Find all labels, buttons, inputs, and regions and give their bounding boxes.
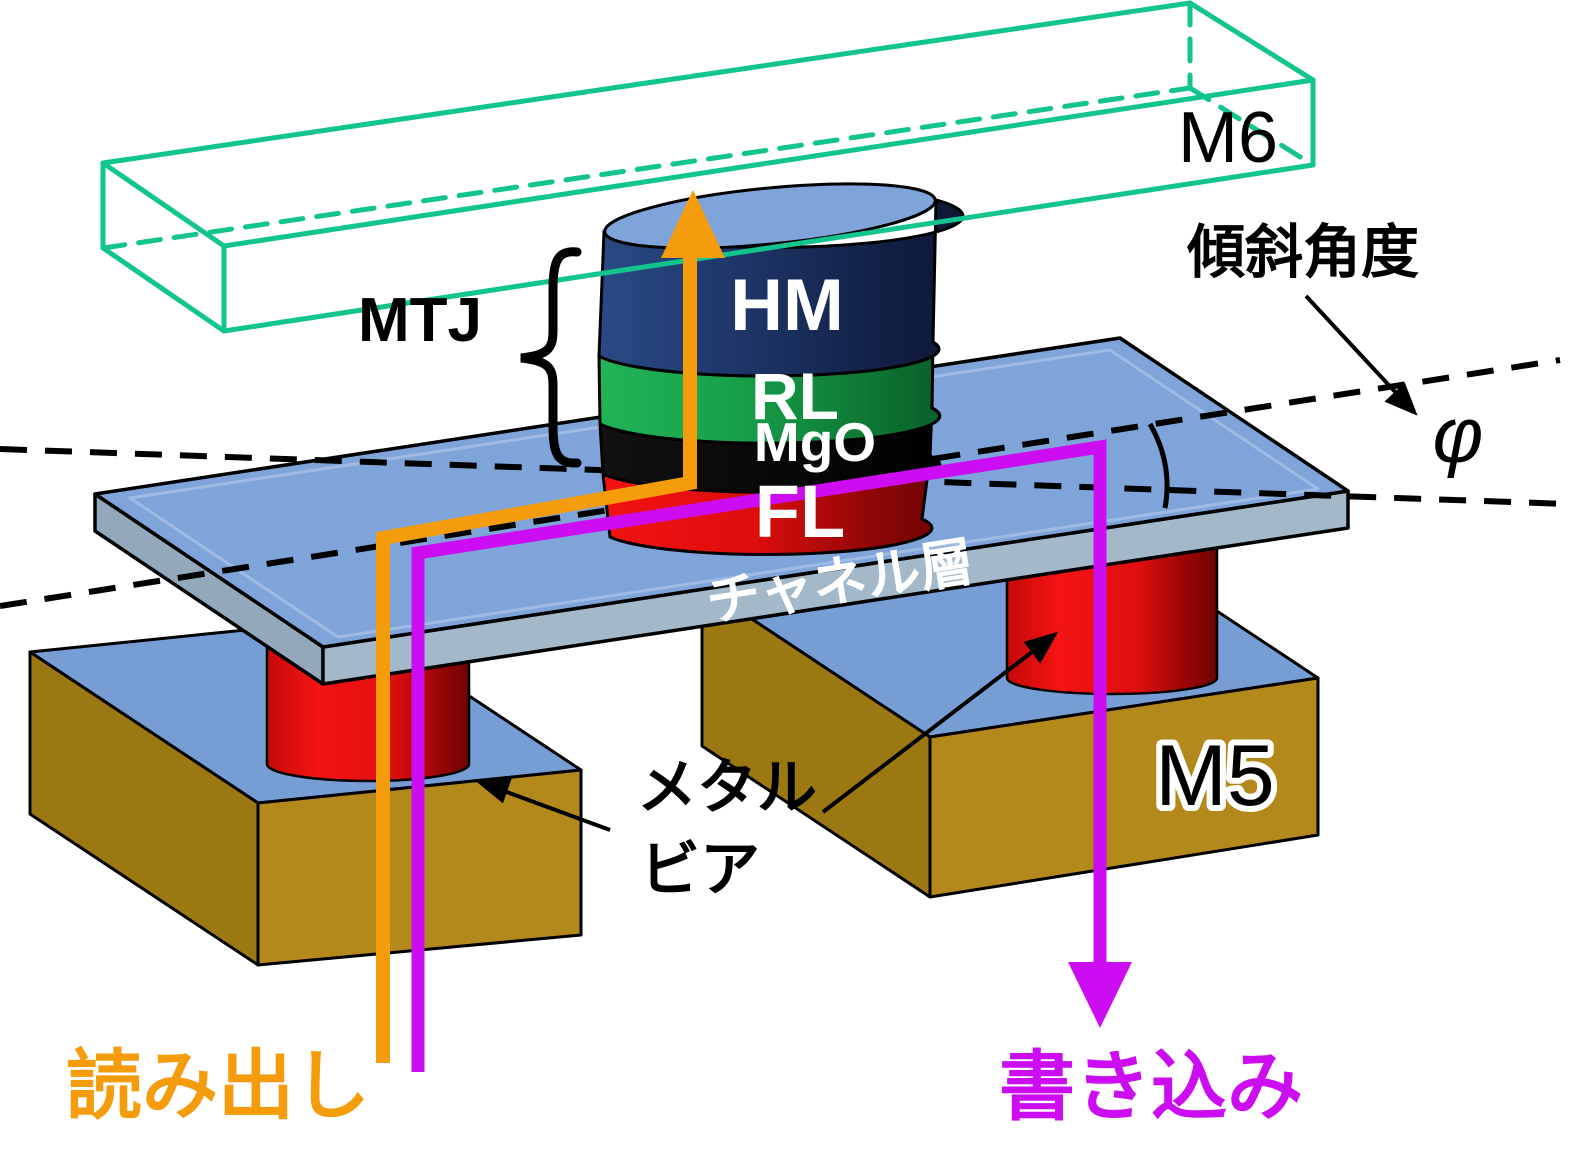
callout-arrows [474, 294, 1418, 832]
write-current-path [411, 439, 1132, 1072]
read-label: 読み出し [66, 1044, 370, 1129]
write-label: 書き込み [999, 1045, 1303, 1130]
m6-wireframe-box [100, 0, 1316, 334]
read-arrowhead [661, 190, 725, 258]
metal-via-label-line1: メタル [637, 754, 817, 821]
mtj-brace [520, 247, 582, 468]
fl-label: FL [755, 470, 845, 553]
metal-via-label-line2: ビア [640, 836, 760, 903]
rl-label: RL [751, 359, 839, 433]
tilt-angle-arrow [1304, 294, 1400, 397]
metal-via-arrow-right [821, 647, 1038, 814]
mtj-label: MTJ [358, 286, 482, 355]
write-arrowhead [1068, 962, 1132, 1028]
m5-label: M5 [1155, 728, 1274, 824]
m6-label: M6 [1178, 98, 1278, 178]
m6-front-bottom-edge [221, 162, 1316, 334]
tilt-angle-label: 傾斜角度 [1186, 220, 1419, 285]
phi-label: φ [1433, 391, 1484, 479]
mgo-label: MgO [754, 411, 876, 473]
hm-label: HM [730, 265, 844, 346]
read-current-path [376, 190, 725, 1063]
tilt-angle-arc [1147, 422, 1170, 509]
metal-via-arrow-left [503, 789, 611, 832]
